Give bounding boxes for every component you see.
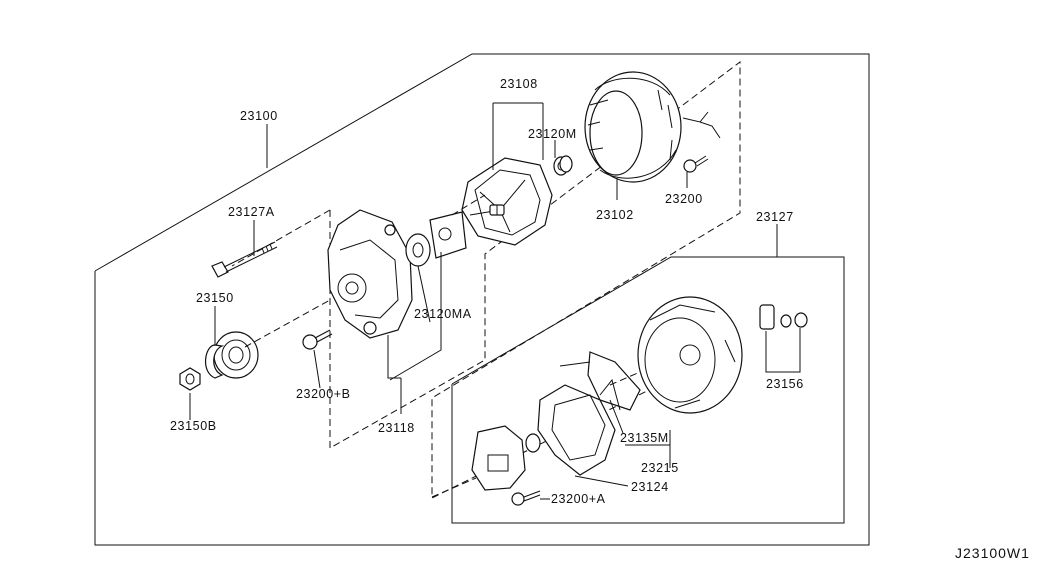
leader-23120MA bbox=[389, 252, 442, 381]
axis-line bbox=[244, 299, 331, 348]
label-23120M: 23120M bbox=[528, 127, 577, 141]
stator-23102 bbox=[584, 71, 721, 183]
label-23150B: 23150B bbox=[170, 419, 217, 433]
leader-23124 bbox=[574, 475, 629, 487]
label-23102: 23102 bbox=[596, 208, 634, 222]
label-23127: 23127 bbox=[756, 210, 794, 224]
bolt-23200A bbox=[511, 490, 541, 506]
label-23124: 23124 bbox=[631, 480, 669, 494]
label-23215: 23215 bbox=[641, 461, 679, 475]
label-23120MA: 23120MA bbox=[414, 307, 472, 321]
rear-housing-23127 bbox=[637, 296, 743, 414]
label-23200B: 23200+B bbox=[296, 387, 351, 401]
leader-23135M bbox=[609, 399, 624, 434]
leader-23120MA-b bbox=[417, 265, 431, 323]
assembly-frame-23127 bbox=[451, 256, 845, 524]
nut-23150B bbox=[179, 367, 201, 391]
leader-23200B bbox=[313, 349, 321, 389]
bolt-23200 bbox=[683, 155, 709, 173]
leader-23215 bbox=[625, 430, 671, 468]
label-23127A: 23127A bbox=[228, 205, 275, 219]
axis-line bbox=[431, 477, 477, 498]
rectifier-23124 bbox=[537, 384, 616, 476]
label-23100: 23100 bbox=[240, 109, 278, 123]
leader-23156 bbox=[765, 328, 801, 373]
bolt-23200B bbox=[302, 329, 333, 350]
rotor-23108 bbox=[461, 157, 553, 246]
label-23135M: 23135M bbox=[620, 431, 669, 445]
through-bolt-23127A bbox=[211, 241, 278, 278]
label-23118: 23118 bbox=[378, 421, 415, 435]
label-23150: 23150 bbox=[196, 291, 234, 305]
assembly-frame-23100 bbox=[94, 53, 870, 546]
axis-line bbox=[451, 194, 486, 216]
bearing-23120MA bbox=[405, 211, 467, 267]
pulley-23150 bbox=[205, 331, 259, 379]
diagram-code: J23100W1 bbox=[955, 545, 1030, 561]
label-23200: 23200 bbox=[665, 192, 703, 206]
terminal-23156 bbox=[759, 304, 808, 330]
dashed-edge bbox=[231, 209, 331, 267]
dashed-group-rotor-stator bbox=[329, 60, 741, 499]
label-23108: 23108 bbox=[500, 77, 538, 91]
label-23156: 23156 bbox=[766, 377, 804, 391]
front-housing-23118 bbox=[327, 209, 413, 339]
bearing-23120M bbox=[553, 155, 573, 176]
leader-23118 bbox=[387, 335, 402, 414]
leader-23108 bbox=[492, 102, 544, 170]
brush-holder-23135M bbox=[559, 351, 641, 411]
regulator-23215 bbox=[471, 425, 541, 491]
label-23200A: 23200+A bbox=[551, 492, 606, 506]
axis-line bbox=[609, 371, 641, 386]
